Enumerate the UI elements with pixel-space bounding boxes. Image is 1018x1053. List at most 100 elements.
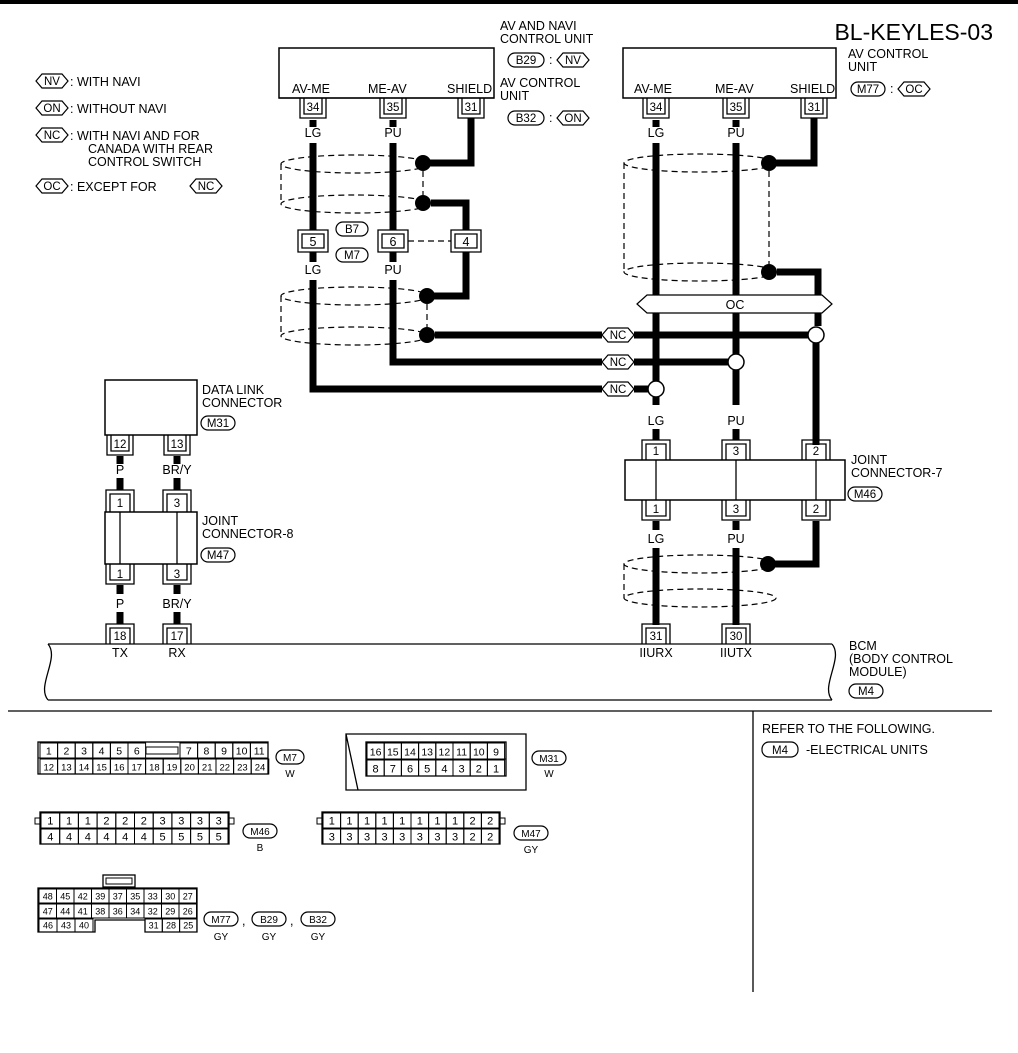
bcm-pin-30: 30 — [730, 631, 743, 643]
face-m77-color: GY — [214, 932, 229, 943]
wire-lg-2: LG — [305, 263, 322, 277]
bcm-title3: MODULE) — [849, 665, 907, 679]
m7-cavity: 11 — [254, 746, 265, 758]
m77-cavity: 48 — [43, 892, 53, 902]
legend-oc: OC : EXCEPT FOR NC — [35, 178, 223, 194]
av-t1-label: AV-ME — [634, 82, 672, 96]
conn-m31: M31 — [207, 418, 229, 430]
m7-cavity: 22 — [220, 763, 231, 774]
m77-cavity: 46 — [43, 921, 53, 931]
colon-m77: : — [890, 82, 893, 96]
nc-tag-2: NC — [610, 357, 627, 369]
m7-cavity: 10 — [236, 746, 248, 758]
m46-cavity: 2 — [103, 816, 109, 828]
refer-section: REFER TO THE FOLLOWING. M4 -ELECTRICAL U… — [761, 722, 935, 758]
bcm: 18 17 31 30 TX RX IIURX IIUTX BCM (BODY … — [43, 623, 953, 701]
m46-cavity: 5 — [159, 832, 165, 844]
m77-cavity: 34 — [130, 907, 140, 917]
m7-cavity: 3 — [81, 746, 87, 758]
right-wiring: LG PU OC LG PU — [623, 118, 833, 445]
data-link-connector: 12 13 DATA LINK CONNECTOR M31 P BR/Y — [104, 379, 282, 490]
m46-cavity: 1 — [47, 816, 53, 828]
m31-cavity: 7 — [390, 764, 396, 776]
m31-cavity: 9 — [493, 747, 499, 759]
m77-cavity: 40 — [79, 921, 89, 931]
m7-cavity: 2 — [63, 746, 69, 758]
refer-conn-m4: M4 — [772, 745, 789, 757]
av-navi-control-unit: AV-ME ME-AV SHIELD 34 35 31 AV AND NAVI … — [278, 19, 594, 126]
m47-cavity: 3 — [399, 832, 405, 844]
conn-m47: M47 — [207, 550, 229, 562]
b32-cond-tag: ON — [564, 113, 581, 125]
m7-cavity: 15 — [96, 763, 107, 774]
m47-cavity: 2 — [470, 832, 476, 844]
m7-cavity: 23 — [237, 763, 248, 774]
joint-connector-7: 1 3 2 1 3 2 JOINT CONNECTOR-7 M46 — [624, 439, 942, 521]
right-wiring-lower: LG PU — [623, 521, 820, 625]
face-m47-id: M47 — [521, 829, 541, 840]
m31-cavity: 15 — [387, 747, 399, 759]
nc-tag-3: NC — [610, 384, 627, 396]
nc-tag-1: NC — [610, 330, 627, 342]
legend-nc-text3: CONTROL SWITCH — [88, 155, 201, 169]
conn-b7: B7 — [345, 224, 359, 236]
face-b32-color: GY — [311, 932, 326, 943]
m46-cavity: 1 — [85, 816, 91, 828]
m47-cavity: 1 — [434, 816, 440, 828]
m46-cavity: 4 — [85, 832, 91, 844]
m77-cell — [179, 918, 198, 933]
m77-cavity: 32 — [148, 907, 158, 917]
m77-cavity: 43 — [61, 921, 71, 931]
j8-top-pin-1: 1 — [117, 498, 123, 510]
av-navi-title1: AV AND NAVI — [500, 19, 577, 33]
av-pin-31: 31 — [808, 102, 821, 114]
m46-cell — [208, 828, 229, 845]
m7-cavity: 18 — [149, 763, 160, 774]
av-title2: UNIT — [848, 60, 878, 74]
j8-title1: JOINT — [202, 514, 238, 528]
m31-cavity: 11 — [456, 747, 467, 759]
m46-cavity: 5 — [216, 832, 222, 844]
m77-cavity: 30 — [165, 892, 175, 902]
m47-cavity: 1 — [329, 816, 335, 828]
oc-bar — [636, 294, 833, 314]
inline-pin-4: 4 — [463, 235, 470, 249]
m77-cavity: 33 — [148, 892, 158, 902]
m31-cavity: 3 — [459, 764, 465, 776]
m46-cavity: 1 — [66, 816, 72, 828]
m47-cavity: 2 — [487, 816, 493, 828]
wire-pu-4: PU — [727, 414, 744, 428]
wire-pu-2: PU — [384, 263, 401, 277]
j7-title2: CONNECTOR-7 — [851, 466, 942, 480]
legend-oc-ref: NC — [198, 181, 215, 193]
bcm-lbl-iiutx: IIUTX — [720, 646, 753, 660]
m46-cavity: 5 — [197, 832, 203, 844]
m7-cavity: 13 — [61, 763, 72, 774]
legend-nc-text2: CANADA WITH REAR — [88, 142, 213, 156]
m46-cavity: 3 — [178, 816, 184, 828]
m31-cavity: 16 — [370, 747, 382, 759]
face-m7-color: W — [285, 769, 295, 780]
m77-cavity: 29 — [165, 907, 175, 917]
refer-text2: -ELECTRICAL UNITS — [806, 743, 928, 757]
conn-m77: M77 — [857, 84, 879, 96]
m77-cavity: 35 — [130, 892, 140, 902]
bcm-title1: BCM — [849, 639, 877, 653]
m46-cavity: 2 — [141, 816, 147, 828]
legend-nv: NV : WITH NAVI — [35, 73, 141, 89]
conn-m46: M46 — [854, 489, 876, 501]
av-control-unit: AV-ME ME-AV SHIELD 34 35 31 AV CONTROL U… — [622, 47, 931, 119]
m7-cavity: 4 — [99, 746, 105, 758]
m46-cavity: 4 — [66, 832, 72, 844]
m47-cavity: 1 — [417, 816, 423, 828]
m46-cavity: 3 — [159, 816, 165, 828]
wire-pu-5: PU — [727, 532, 744, 546]
dlc-pin-12: 12 — [114, 439, 127, 451]
bcm-body — [43, 643, 837, 701]
